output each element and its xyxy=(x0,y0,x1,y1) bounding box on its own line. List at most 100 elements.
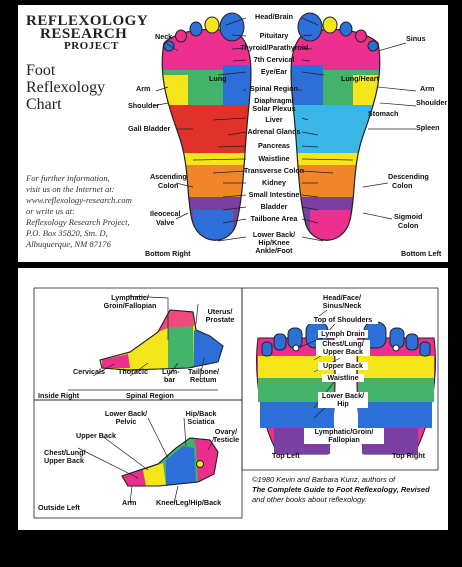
label-lung-heart: Lung/Heart xyxy=(341,74,379,83)
label-adrenal-glands: Adrenal Glands xyxy=(247,127,301,136)
label-outside-left: Outside Left xyxy=(38,503,80,512)
label-bladder: Bladder xyxy=(260,202,288,211)
org-name-line1: REFLEXOLOGY xyxy=(26,13,149,29)
label-arm-right-foot: Arm xyxy=(136,84,151,93)
info-line4: or write us at: xyxy=(26,206,75,216)
label-ovary-line1: Ovary/ xyxy=(214,427,238,436)
label-ascending-line2: Colon xyxy=(158,181,179,190)
label-bottom-left: Bottom Left xyxy=(401,249,442,258)
sole-chart-card: REFLEXOLOGY RESEARCH PROJECT Foot Reflex… xyxy=(18,5,448,262)
label-sigmoid-line2: Colon xyxy=(398,221,419,230)
label-lumbar-line1: Lum- xyxy=(162,367,180,376)
label-lung: Lung xyxy=(209,74,227,83)
label-arm-left-foot: Arm xyxy=(420,84,435,93)
label-lymphatic-line1: Lymphatic/ xyxy=(111,293,149,302)
label-chest-line1: Chest/Lung/ xyxy=(44,448,86,457)
label-top-left: Top Left xyxy=(272,451,300,460)
chart-title-line2: Reflexology xyxy=(26,79,106,96)
label-upper-back-top: Upper Back xyxy=(318,362,368,370)
label-spleen: Spleen xyxy=(416,123,440,132)
label-head-face-line1: Head/Face/ xyxy=(314,294,370,302)
label-ascending-line1: Ascending xyxy=(150,172,187,181)
label-tailbone-line1: Tailbone/ xyxy=(188,367,220,376)
label-top-of-shoulders: Top of Shoulders xyxy=(308,316,378,324)
label-lymphatic-top-line2: Fallopian xyxy=(304,436,384,444)
sole-leader-lines xyxy=(152,17,417,242)
label-lumbar-line2: bar xyxy=(164,375,176,384)
org-name-line2: RESEARCH xyxy=(40,26,128,42)
label-gall-bladder: Gall Bladder xyxy=(128,124,171,133)
left-toes xyxy=(297,12,379,52)
label-waistline: Waistline xyxy=(258,154,290,163)
inside-right-foot xyxy=(99,309,224,371)
label-shoulder-right-foot: Shoulder xyxy=(128,101,160,110)
label-ileocecal-line2: Valve xyxy=(156,218,175,227)
copyright-line2: The Complete Guide to Foot Reflexology, … xyxy=(252,485,430,494)
label-lower-back-hip-line2: Hip xyxy=(318,400,368,408)
label-stomach: Stomach xyxy=(368,109,399,118)
org-name-line3: PROJECT xyxy=(64,40,119,52)
label-lower-back-line1: Lower Back/ xyxy=(252,230,296,239)
label-head-brain: Head/Brain xyxy=(255,12,293,21)
label-eye-ear: Eye/Ear xyxy=(260,67,288,76)
label-lower-back-pelvic-line1: Lower Back/ xyxy=(104,409,148,418)
label-waistline-top: Waistline xyxy=(322,374,364,382)
label-lymph-drain: Lymph Drain xyxy=(318,330,368,338)
info-line3: www.reflexology-research.com xyxy=(26,195,132,205)
label-ovary-line2: Testicle xyxy=(212,435,240,444)
label-neck: Neck xyxy=(155,32,173,41)
label-diaphragm-line1: Diaphragm/ xyxy=(254,96,294,105)
label-descending-line1: Descending xyxy=(388,172,429,181)
label-lower-back-line2: Hip/Knee xyxy=(258,238,290,247)
chart-title-line1: Foot xyxy=(26,62,56,79)
label-top-right: Top Right xyxy=(392,451,425,460)
label-bottom-right: Bottom Right xyxy=(145,249,191,258)
label-lower-back-pelvic-line2: Pelvic xyxy=(115,417,137,426)
label-tailbone-line2: Rectum xyxy=(190,375,217,384)
chart-title-line3: Chart xyxy=(26,96,62,113)
info-line5: Reflexology Research Project, xyxy=(26,217,130,227)
info-line1: For further information, xyxy=(26,173,110,183)
label-pituitary: Pituitary xyxy=(259,31,289,40)
label-spinal-region-inside: Spinal Region xyxy=(126,391,174,400)
label-chest-line2: Upper Back xyxy=(44,456,84,465)
label-thyroid: Thyroid/Parathyroid xyxy=(240,43,309,52)
label-inside-right: Inside Right xyxy=(38,391,80,400)
label-head-face-line2: Sinus/Neck xyxy=(314,302,370,310)
label-spinal-region: Spinal Region xyxy=(250,84,298,93)
label-hip-back-line1: Hip/Back xyxy=(185,409,217,418)
label-7th-cervical: 7th Cervical xyxy=(253,55,295,64)
info-line2: visit us on the Internet at: xyxy=(26,184,115,194)
label-liver: Liver xyxy=(265,115,283,124)
label-lower-back-hip-line1: Lower Back/ xyxy=(318,392,368,400)
label-tailbone-area: Tailbone Area xyxy=(250,214,298,223)
label-uterus-line1: Uterus/ xyxy=(207,307,233,316)
label-arm-outside: Arm xyxy=(122,498,137,507)
label-transverse-colon: Transverse Colon xyxy=(243,166,305,175)
label-chest-top-line1: Chest/Lung/ xyxy=(316,340,370,348)
label-descending-line2: Colon xyxy=(392,181,413,190)
info-line7: Albuquerque, NM 87176 xyxy=(26,239,111,249)
label-shoulder-left-foot: Shoulder xyxy=(416,98,448,107)
label-sinus: Sinus xyxy=(406,34,426,43)
label-thoracic: Thoracic xyxy=(118,367,148,376)
label-lymphatic-line2: Groin/Fallopian xyxy=(103,301,157,310)
label-pancreas: Pancreas xyxy=(258,141,290,150)
label-uterus-line2: Prostate xyxy=(205,315,235,324)
label-kidney: Kidney xyxy=(262,178,286,187)
copyright-line3: and other books about reflexology. xyxy=(252,495,367,504)
label-sigmoid-line1: Sigmoid xyxy=(394,212,423,221)
outside-left-foot xyxy=(121,437,219,487)
label-chest-top-line2: Upper Back xyxy=(316,348,370,356)
label-lymphatic-top-line1: Lymphatic/Groin/ xyxy=(304,428,384,436)
side-top-chart-card: Lymphatic/ Groin/Fallopian Uterus/ Prost… xyxy=(18,268,448,530)
label-diaphragm-line2: Solar Plexus xyxy=(252,104,296,113)
label-ileocecal-line1: Ileocecal xyxy=(150,209,181,218)
copyright-line1: ©1980 Kevin and Barbara Kunz, authors of xyxy=(252,475,396,484)
label-cervicals: Cervicals xyxy=(73,367,105,376)
label-upper-back-outside: Upper Back xyxy=(76,431,116,440)
label-small-intestine: Small Intestine xyxy=(248,190,300,199)
label-knee-leg: Knee/Leg/Hip/Back xyxy=(156,498,222,507)
label-lower-back-line3: Ankle/Foot xyxy=(255,246,293,255)
info-line6: P.O. Box 35820, Stn. D, xyxy=(26,228,108,238)
